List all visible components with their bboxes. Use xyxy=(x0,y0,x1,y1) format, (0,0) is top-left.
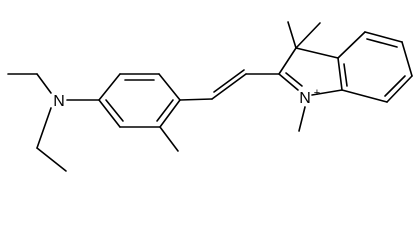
ring-inner-double-2 xyxy=(105,99,124,122)
ring-inner-double-3 xyxy=(156,99,174,122)
vinyl-double-bond-outer xyxy=(211,73,247,100)
vinyl-double-bond-inner xyxy=(213,69,245,93)
indolium-ring-system: N + xyxy=(278,21,413,132)
ethyl-lower-ch3-bond xyxy=(36,147,67,172)
c2-nitrogen-double-bond-inner xyxy=(285,72,303,87)
benzo-bond-2 xyxy=(364,31,403,43)
c2-to-c3-bond xyxy=(278,47,297,75)
gem-methyl-1-bond xyxy=(287,21,297,49)
n-methyl-bond xyxy=(298,106,306,132)
ring-bond-3 xyxy=(158,73,181,101)
benzo-inner-double-1 xyxy=(366,38,398,48)
benzo-bond-3 xyxy=(401,41,413,77)
gem-methyl-2-bond xyxy=(295,22,321,49)
benzo-bond-1 xyxy=(337,31,366,59)
c2-nitrogen-double-bond-outer xyxy=(278,73,299,91)
ethyl-lower-ch2-bond xyxy=(36,107,52,149)
ring-bond-4 xyxy=(159,99,181,128)
ring-bond-1 xyxy=(98,73,121,101)
benzo-inner-double-2 xyxy=(384,75,406,97)
benzo-bond-4 xyxy=(386,75,413,103)
diethylamino-group: N xyxy=(7,73,100,172)
amine-nitrogen-label: N xyxy=(53,93,65,110)
benzo-bond-5 xyxy=(341,89,388,103)
benzo-bond-6 xyxy=(337,57,343,91)
c3-to-c3a-bond xyxy=(295,47,339,59)
vinyl-linker xyxy=(179,69,280,101)
benzo-inner-double-3 xyxy=(343,63,348,87)
ethyl-upper-ch2-bond xyxy=(36,73,52,94)
benzene-ring xyxy=(98,73,181,152)
ring-bond-6 xyxy=(98,99,121,128)
nitrogen-to-c7a-bond xyxy=(311,89,343,96)
methyl-substituent-bond xyxy=(159,126,179,152)
indolium-charge-label: + xyxy=(314,87,320,99)
indolium-nitrogen-label: N xyxy=(299,90,311,107)
ring-to-vinyl-bond xyxy=(179,98,213,101)
chemical-structure-diagram: N N + xyxy=(7,21,413,172)
